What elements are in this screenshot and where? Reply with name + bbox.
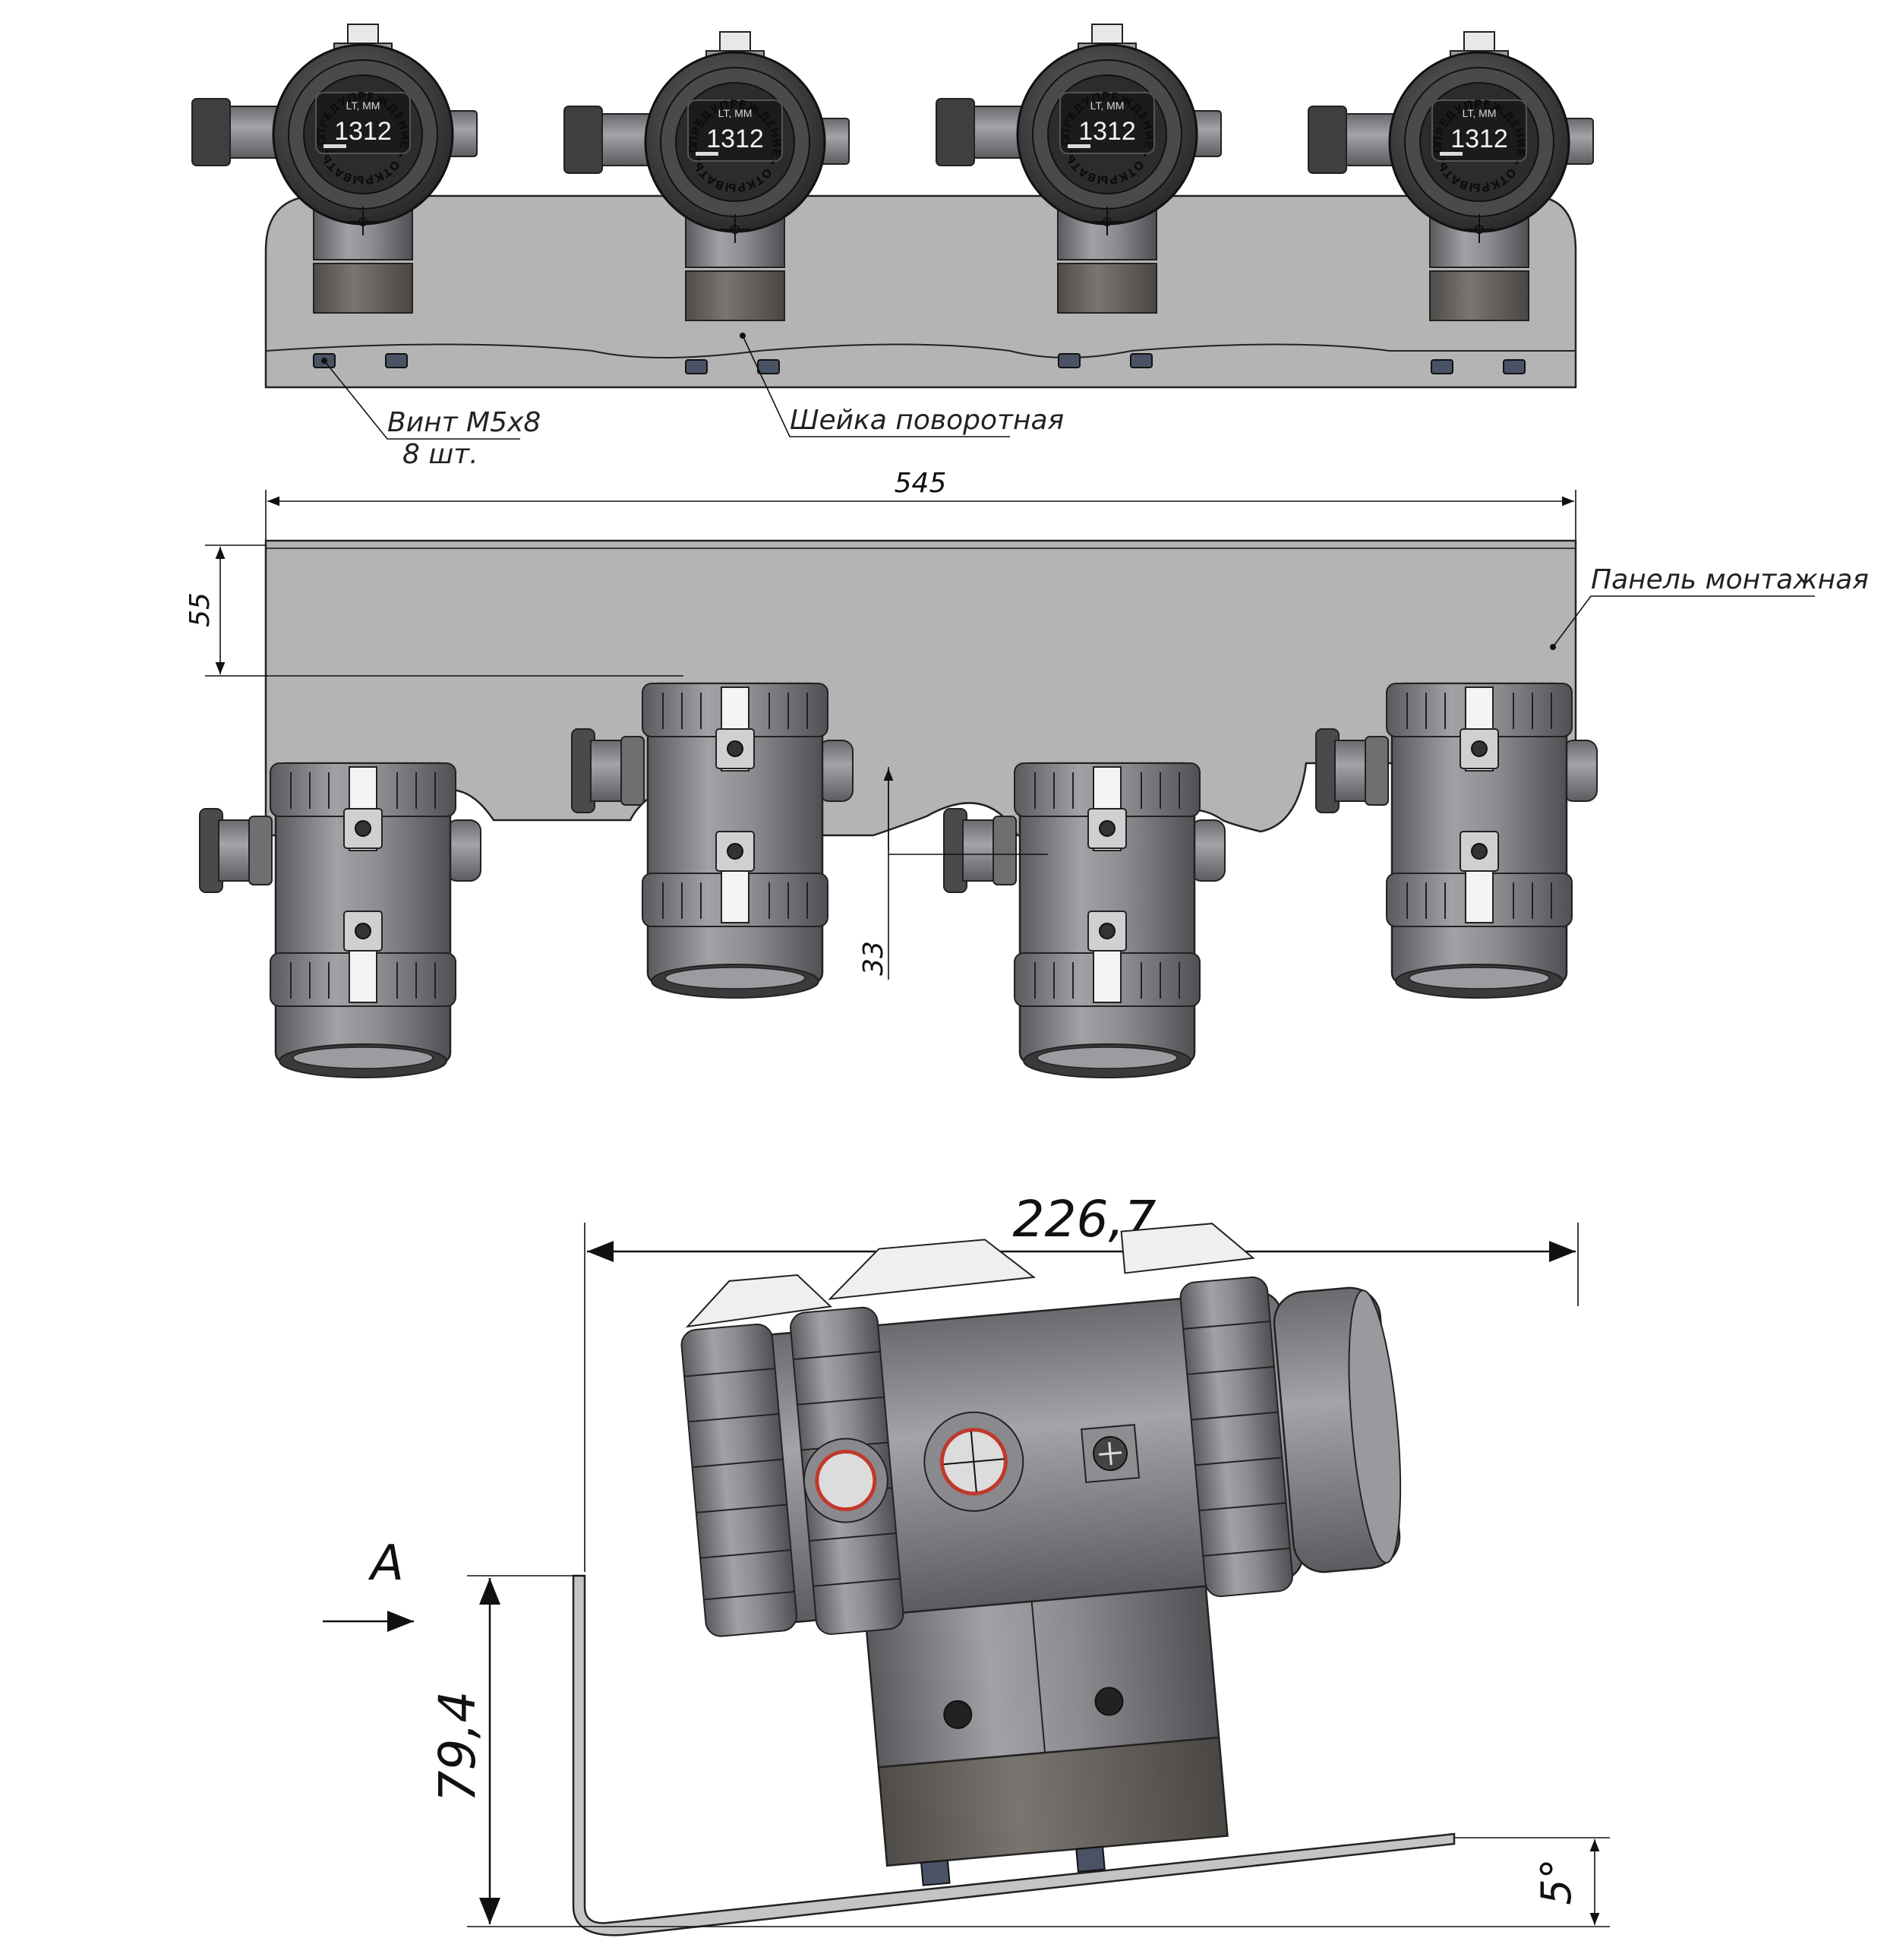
- detector-top-2: LT, MM 1312 ПРЕДУПРЕЖДЕНИЕ - ОТКРЫВАТЬ, …: [563, 30, 850, 322]
- dimension-height: 79,4: [428, 1691, 487, 1803]
- dimension-width: 545: [895, 468, 947, 499]
- dimension-angle: 5°: [1532, 1858, 1580, 1905]
- screw-callout: Винт М5х8 8 шт.: [321, 358, 541, 470]
- mounting-screws: [313, 353, 1526, 374]
- neck-callout: Шейка поворотная: [740, 333, 1064, 437]
- display-label: LT, MM: [718, 107, 753, 119]
- detector-side: [680, 1223, 1402, 1886]
- mounting-bracket-side: [572, 1574, 1456, 1936]
- display-value: 1312: [1078, 117, 1136, 146]
- screw-callout-line1: Винт М5х8: [387, 407, 541, 438]
- detector-top-4: LT, MM 1312 ПРЕДУПРЕЖДЕНИЕ - ОТКРЫВАТЬ, …: [1307, 30, 1595, 322]
- display-label: LT, MM: [1090, 99, 1125, 112]
- front-view: 545 55 33 Панель монтажная: [185, 468, 1869, 1079]
- display-label: LT, MM: [1463, 107, 1497, 119]
- display-value: 1312: [1450, 125, 1508, 153]
- detector-front-3: [942, 762, 1226, 1079]
- panel-callout-label: Панель монтажная: [1591, 564, 1869, 595]
- side-view: 226,7: [323, 1190, 1610, 1936]
- mounting-panel-top: [264, 194, 1577, 389]
- neck-callout-label: Шейка поворотная: [790, 405, 1064, 436]
- dimension-stagger: 33: [858, 941, 889, 976]
- display-value: 1312: [334, 117, 392, 146]
- dimension-top-offset: 55: [185, 592, 216, 627]
- detector-top-1: LT, MM 1312 ПРЕДУПРЕЖДЕНИЕ - ОТКРЫВАТЬ, …: [191, 23, 478, 314]
- screw-callout-line2: 8 шт.: [402, 439, 478, 470]
- top-view: LT, MM 1312 ПРЕДУПРЕЖДЕНИЕ - ОТКРЫВАТЬ, …: [191, 23, 1595, 470]
- detector-front-1: [198, 762, 482, 1079]
- detector-top-3: LT, MM 1312 ПРЕДУПРЕЖДЕНИЕ - ОТКРЫВАТЬ, …: [935, 23, 1223, 314]
- display-label: LT, MM: [346, 99, 380, 112]
- view-label: А: [368, 1535, 404, 1592]
- display-value: 1312: [706, 125, 764, 153]
